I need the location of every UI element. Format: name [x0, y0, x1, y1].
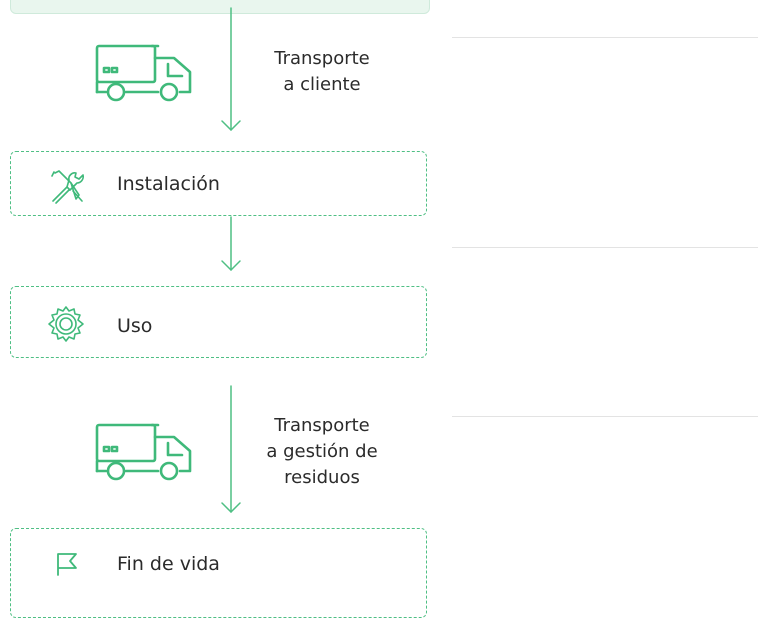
stage-installation: Instalación — [10, 151, 427, 216]
stage-label: Instalación — [117, 173, 220, 195]
divider — [452, 247, 758, 248]
arrow-head — [221, 120, 241, 131]
tools-icon — [51, 170, 84, 204]
truck-icon — [95, 44, 192, 102]
arrow-head — [221, 502, 241, 513]
transport-label: Transporte a cliente — [274, 48, 370, 95]
divider — [452, 416, 758, 417]
transport-label: Transporte a gestión de residuos — [266, 415, 378, 488]
gear-icon — [48, 306, 84, 342]
stage-use: Uso — [10, 286, 427, 358]
arrow-head — [221, 260, 241, 271]
stage-end-of-life: Fin de vida — [10, 528, 427, 618]
stage-label: Fin de vida — [117, 553, 220, 575]
stage-label: Uso — [117, 315, 153, 337]
flag-icon — [57, 553, 77, 576]
divider — [452, 37, 758, 38]
previous-stage-box — [10, 0, 430, 14]
flow-connectors — [221, 7, 241, 513]
truck-icon — [95, 423, 192, 481]
